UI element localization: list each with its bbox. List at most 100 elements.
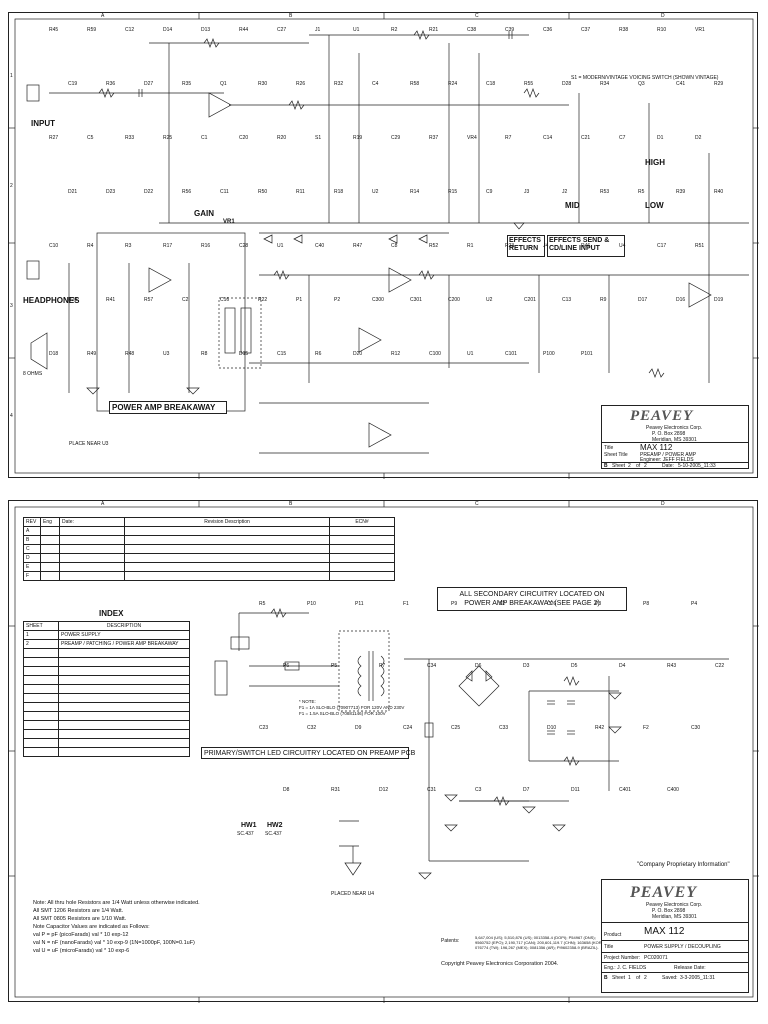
component-ref: R15 (448, 189, 458, 195)
speaker-impedance-label: 8 OHMS (23, 371, 43, 377)
component-ref: J3 (524, 189, 530, 195)
component-ref: J4 (543, 243, 549, 249)
secondary-circuitry-note: ALL SECONDARY CIRCUITRY LOCATED ON POWER… (459, 591, 605, 607)
saved-value: 3-3-2005_11:31 (680, 975, 715, 981)
component-ref: F2 (643, 725, 649, 731)
component-ref: VR4 (467, 135, 477, 141)
revision-cell (59, 571, 125, 581)
place-near-note: PLACE NEAR U3 (69, 441, 109, 447)
revision-cell (59, 526, 125, 536)
component-ref: S2 (499, 601, 506, 607)
grid-col-c: C (475, 13, 479, 19)
grid-row-2: 2 (10, 183, 13, 189)
component-ref: C23 (259, 725, 269, 731)
component-ref: R10 (657, 27, 667, 33)
component-ref: P10 (307, 601, 316, 607)
component-ref: P11 (355, 601, 364, 607)
component-ref: R41 (106, 297, 116, 303)
component-ref: R45 (49, 27, 59, 33)
index-cell (23, 666, 59, 676)
component-ref: J1 (315, 27, 321, 33)
headphones-label: HEADPHONES (23, 296, 80, 305)
component-ref: D21 (68, 189, 78, 195)
component-ref: D13 (201, 27, 211, 33)
revision-row: E (23, 562, 395, 572)
component-ref: C201 (524, 297, 536, 303)
date-value: 5-10-2005_11:33 (678, 463, 716, 469)
sheet-number: 2 (628, 463, 631, 469)
revision-cell (40, 526, 60, 536)
date-label: Date: (662, 463, 674, 469)
index-header-description: DESCRIPTION (58, 621, 190, 631)
patents-list: 5,647,004 (US); 5,510,876 (US); 0013358-… (475, 935, 605, 950)
effects-return-label: EFFECTS RETURN (509, 237, 541, 252)
revision-letter: F (23, 571, 41, 581)
component-ref: U1 (467, 351, 474, 357)
note-line: val U = uF (microFarads) val * 10 exp-6 (33, 948, 130, 954)
component-ref: C2 (182, 297, 189, 303)
sheet-label-2: Sheet (612, 975, 626, 981)
company-address: P. O. Box 2898 Meridian, MS 39301 (652, 431, 697, 443)
grid-row-4: 4 (10, 413, 13, 419)
company-name-2: Peavey Electronics Corp. (646, 902, 703, 908)
component-ref: R24 (448, 81, 458, 87)
mid-eq-label: MID (565, 201, 580, 210)
revision-cell (329, 571, 395, 581)
component-ref: C101 (505, 351, 517, 357)
led-note-box: PRIMARY/SWITCH LED CIRCUITRY LOCATED ON … (201, 747, 415, 759)
revision-cell (124, 553, 330, 563)
component-ref: C11 (220, 189, 229, 195)
component-ref: R2 (391, 27, 398, 33)
revision-cell (329, 562, 395, 572)
revision-cell (59, 535, 125, 545)
index-cell (58, 693, 190, 703)
component-ref: R43 (667, 663, 677, 669)
index-row-empty (23, 648, 190, 658)
component-ref: R36 (106, 81, 116, 87)
component-ref: R25 (163, 135, 173, 141)
component-ref: R3 (125, 243, 132, 249)
component-ref: S1 (315, 135, 322, 141)
component-ref: R46 (581, 243, 591, 249)
component-ref: D18 (49, 351, 59, 357)
index-row-empty (23, 738, 190, 748)
sheet2-wiring (9, 501, 759, 1003)
rev-header-ecn: ECN# (329, 517, 395, 527)
component-ref: P7 (379, 663, 386, 669)
index-cell (23, 675, 59, 685)
component-ref: C18 (486, 81, 496, 87)
component-ref: R44 (239, 27, 249, 33)
component-ref: R53 (600, 189, 610, 195)
component-ref: R7 (505, 135, 512, 141)
revision-cell (329, 553, 395, 563)
component-ref: P2 (334, 297, 341, 303)
revision-cell (124, 526, 330, 536)
component-ref: R19 (353, 135, 363, 141)
copyright: Copyright Peavey Electronics Corporation… (441, 961, 559, 967)
component-ref: R49 (87, 351, 97, 357)
component-ref: C34 (427, 663, 437, 669)
grid-col-b-s2: B (289, 501, 293, 507)
component-ref: R28 (68, 297, 78, 303)
title-block-sheet-2: PEAVEY Peavey Electronics Corp. P. O. Bo… (601, 405, 749, 469)
engineer-value-2: Eng.: J. C. FIELDS (604, 965, 647, 971)
component-ref: C7 (619, 135, 626, 141)
component-ref: C32 (307, 725, 317, 731)
component-ref: C8 (391, 243, 398, 249)
sheet-total-2: 2 (644, 975, 647, 981)
high-eq-label: HIGH (645, 158, 665, 167)
index-cell (58, 720, 190, 730)
rev-header-rev: REV (23, 517, 41, 527)
component-ref: D22 (144, 189, 154, 195)
of-label-2: of (636, 975, 641, 981)
index-row-empty (23, 720, 190, 730)
gain-pot-label: GAIN (194, 209, 214, 218)
component-ref: P3 (595, 601, 602, 607)
component-ref: Q1 (220, 81, 227, 87)
component-ref: D12 (379, 787, 389, 793)
index-cell (23, 684, 59, 694)
component-ref: R21 (429, 27, 439, 33)
component-ref: R11 (296, 189, 305, 195)
company-name: Peavey Electronics Corp. (646, 425, 703, 431)
peavey-logo: PEAVEY (630, 408, 694, 424)
